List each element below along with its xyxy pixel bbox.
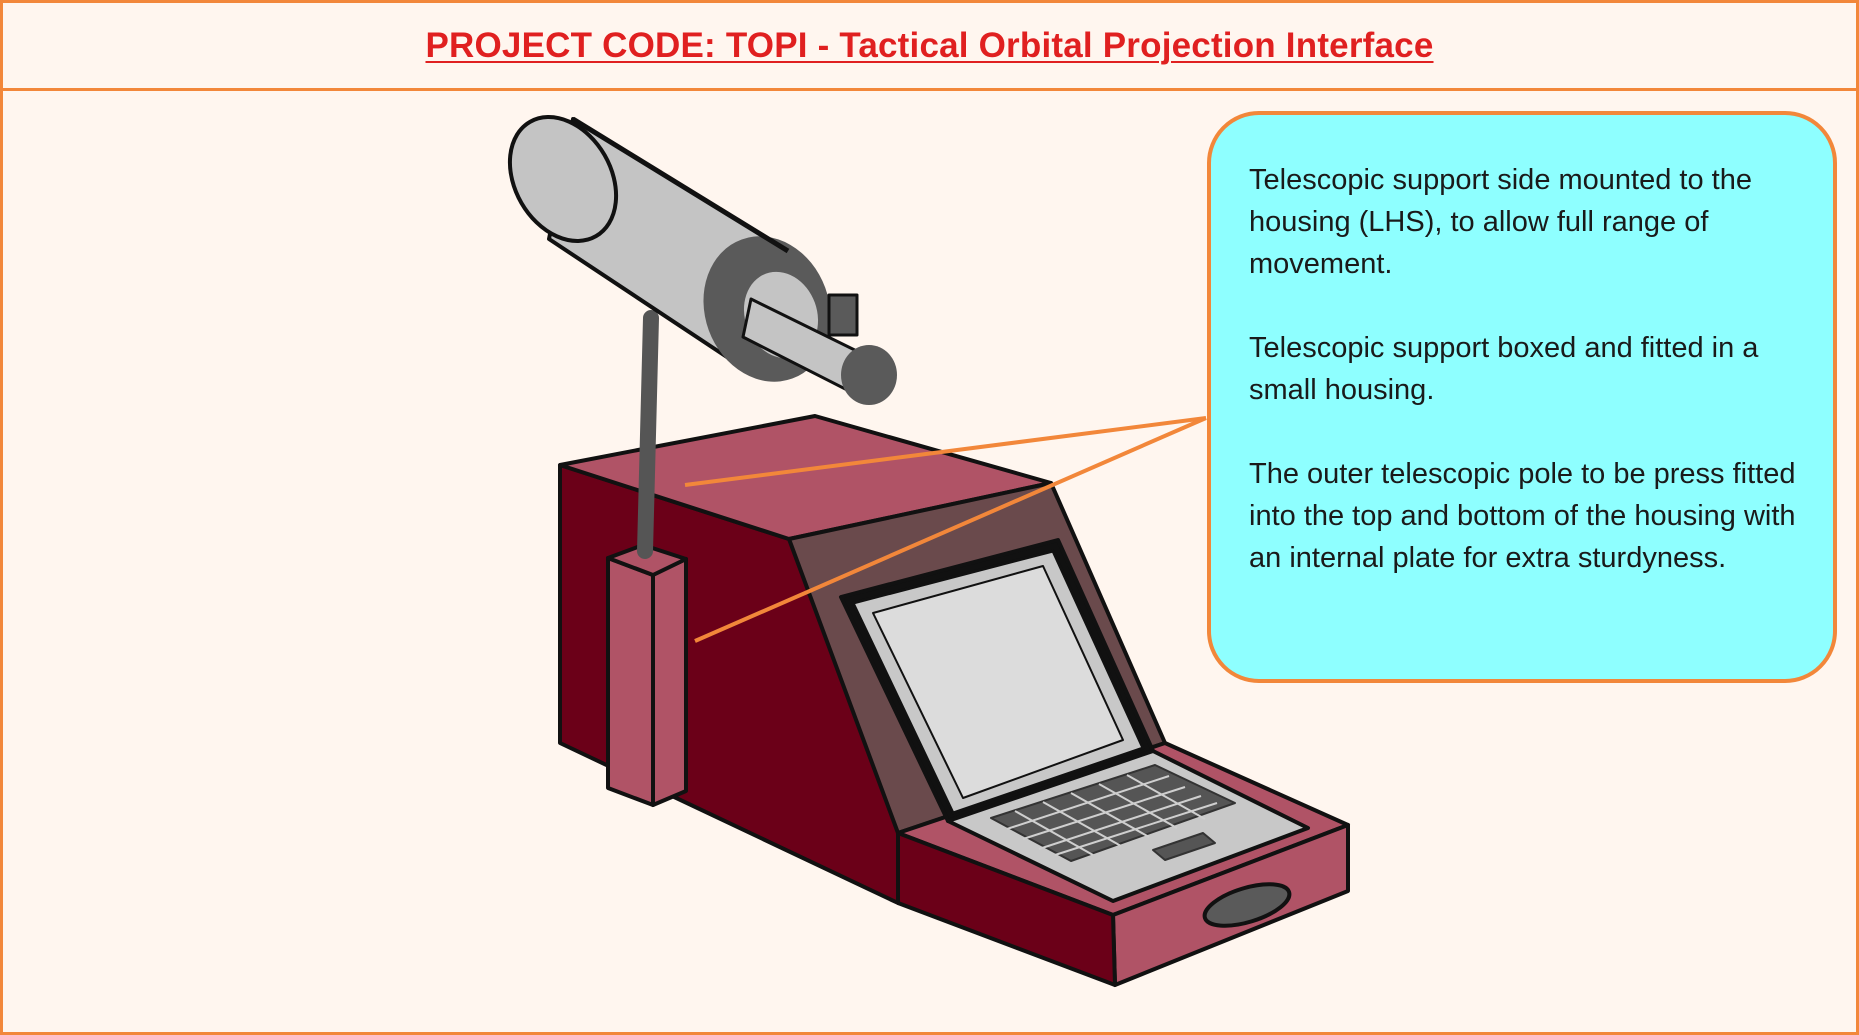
support-box-top	[606, 543, 688, 577]
support-box-front	[606, 556, 655, 807]
housing-illustration	[507, 115, 1350, 987]
leader-lines	[684, 416, 1207, 643]
leader-line-box	[694, 416, 1207, 643]
title-bar: PROJECT CODE: TOPI - Tactical Orbital Pr…	[3, 3, 1856, 91]
callout-paragraph-1: Telescopic support side mounted to the h…	[1249, 164, 1752, 280]
callout-box: Telescopic support side mounted to the h…	[1207, 111, 1837, 683]
telescopic-pole	[637, 310, 659, 559]
drawer-side-face	[896, 831, 1117, 987]
telescope-eyepiece-cap	[841, 345, 897, 405]
telescope-back-cap	[507, 115, 619, 243]
page-title: PROJECT CODE: TOPI - Tactical Orbital Pr…	[425, 25, 1434, 65]
support-box-side	[651, 557, 688, 807]
laptop-screen-display	[872, 565, 1124, 799]
laptop-trackpad	[1152, 832, 1216, 861]
telescope-focus-knob	[827, 293, 859, 337]
callout-paragraph-2: Telescopic support boxed and fitted in a…	[1249, 332, 1759, 406]
keyboard-grid	[1006, 774, 1218, 856]
drawer-handle	[1202, 882, 1292, 928]
leader-line-top	[684, 416, 1207, 487]
callout-paragraph-3: The outer telescopic pole to be press fi…	[1249, 458, 1796, 574]
